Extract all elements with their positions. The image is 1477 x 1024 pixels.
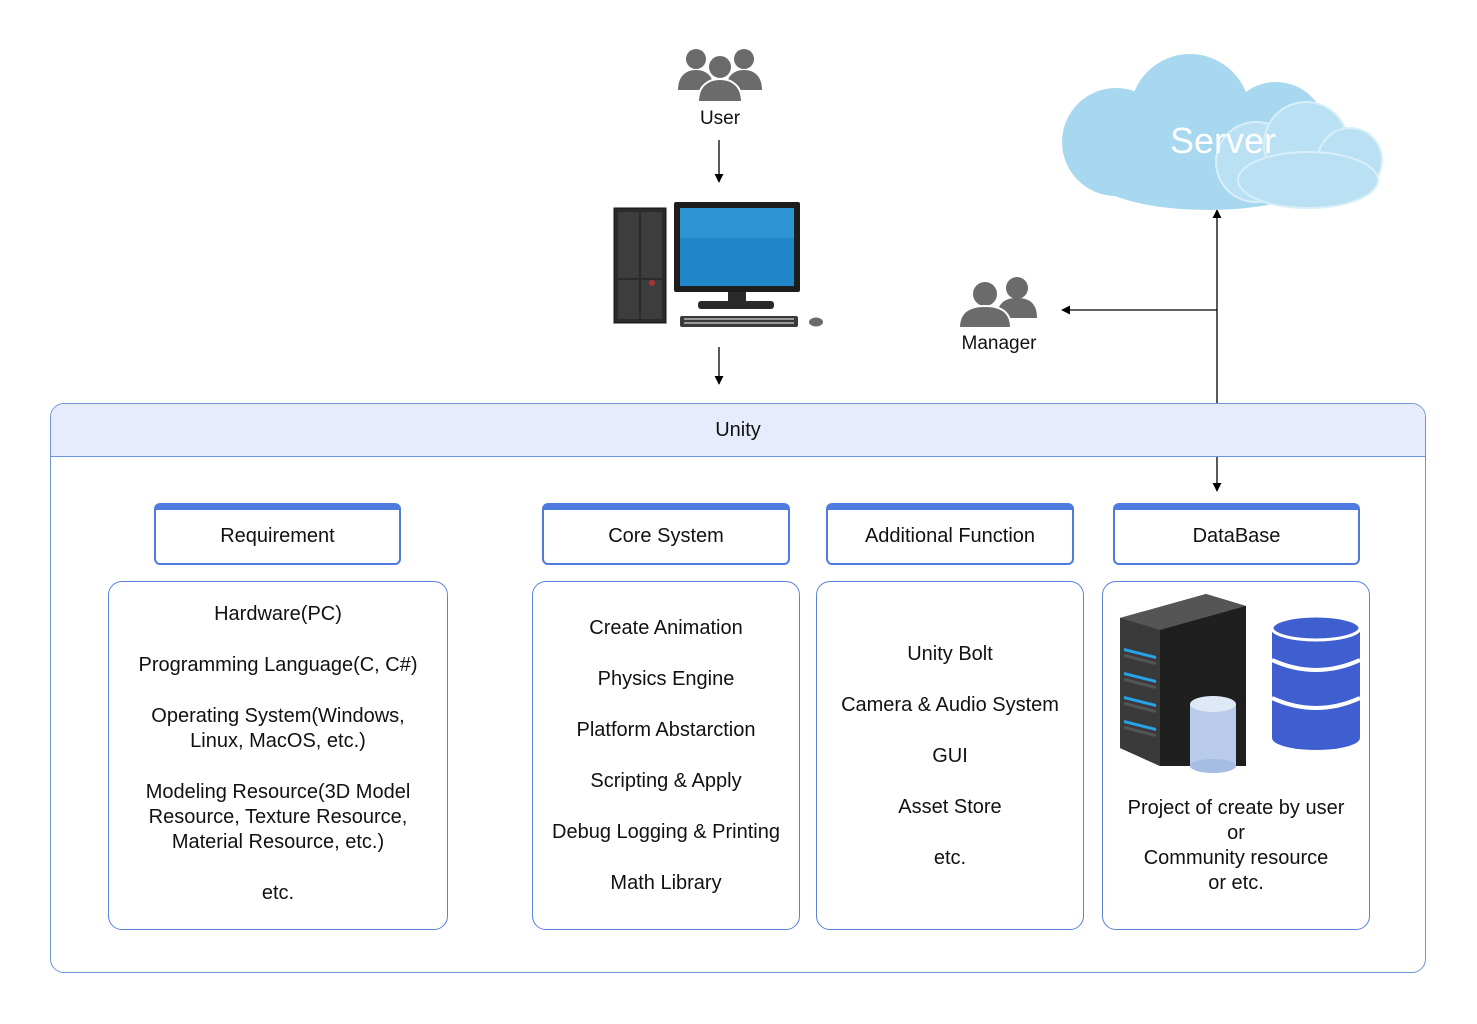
server-label: Server: [1169, 120, 1277, 161]
desktop-computer-icon: [613, 202, 823, 327]
additional-function-item: Unity Bolt: [907, 643, 993, 665]
unity-title: Unity: [51, 404, 1425, 457]
core-system-item: Math Library: [610, 872, 722, 894]
manager-label: Manager: [961, 333, 1037, 354]
manager-icon: [957, 277, 1037, 329]
additional-function-item: Camera & Audio System: [841, 694, 1059, 716]
server-rack-database-icon: [1120, 594, 1362, 773]
core-system-panel: Create Animation Physics Engine Platform…: [532, 581, 800, 930]
core-system-title: Core System: [542, 503, 790, 565]
unity-container: Unity: [50, 403, 1426, 973]
requirement-title: Requirement: [154, 503, 401, 565]
core-system-item: Physics Engine: [597, 668, 735, 690]
additional-function-title: Additional Function: [826, 503, 1074, 565]
user-label: User: [699, 108, 741, 129]
requirement-item: Modeling Resource(3D Model Resource, Tex…: [145, 781, 411, 853]
cloud-icon: [1062, 54, 1383, 210]
requirement-panel: Hardware(PC) Programming Language(C, C#)…: [108, 581, 448, 930]
users-icon: [678, 49, 762, 103]
requirement-item: Hardware(PC): [214, 603, 342, 625]
additional-function-item: GUI: [932, 745, 968, 767]
core-system-item: Debug Logging & Printing: [552, 821, 780, 843]
requirement-item: Programming Language(C, C#): [138, 654, 418, 676]
core-system-item: Create Animation: [589, 617, 743, 639]
database-panel: Project of create by user or Community r…: [1102, 581, 1370, 930]
core-system-item: Platform Abstarction: [576, 719, 756, 741]
requirement-item: Operating System(Windows, Linux, MacOS, …: [151, 705, 405, 752]
database-title: DataBase: [1113, 503, 1360, 565]
requirement-item: etc.: [261, 882, 295, 904]
additional-function-item: Asset Store: [898, 796, 1002, 818]
additional-function-panel: Unity Bolt Camera & Audio System GUI Ass…: [816, 581, 1084, 930]
database-description: Project of create by user or Community r…: [1127, 797, 1345, 894]
core-system-item: Scripting & Apply: [590, 770, 742, 792]
additional-function-item: etc.: [933, 847, 967, 869]
